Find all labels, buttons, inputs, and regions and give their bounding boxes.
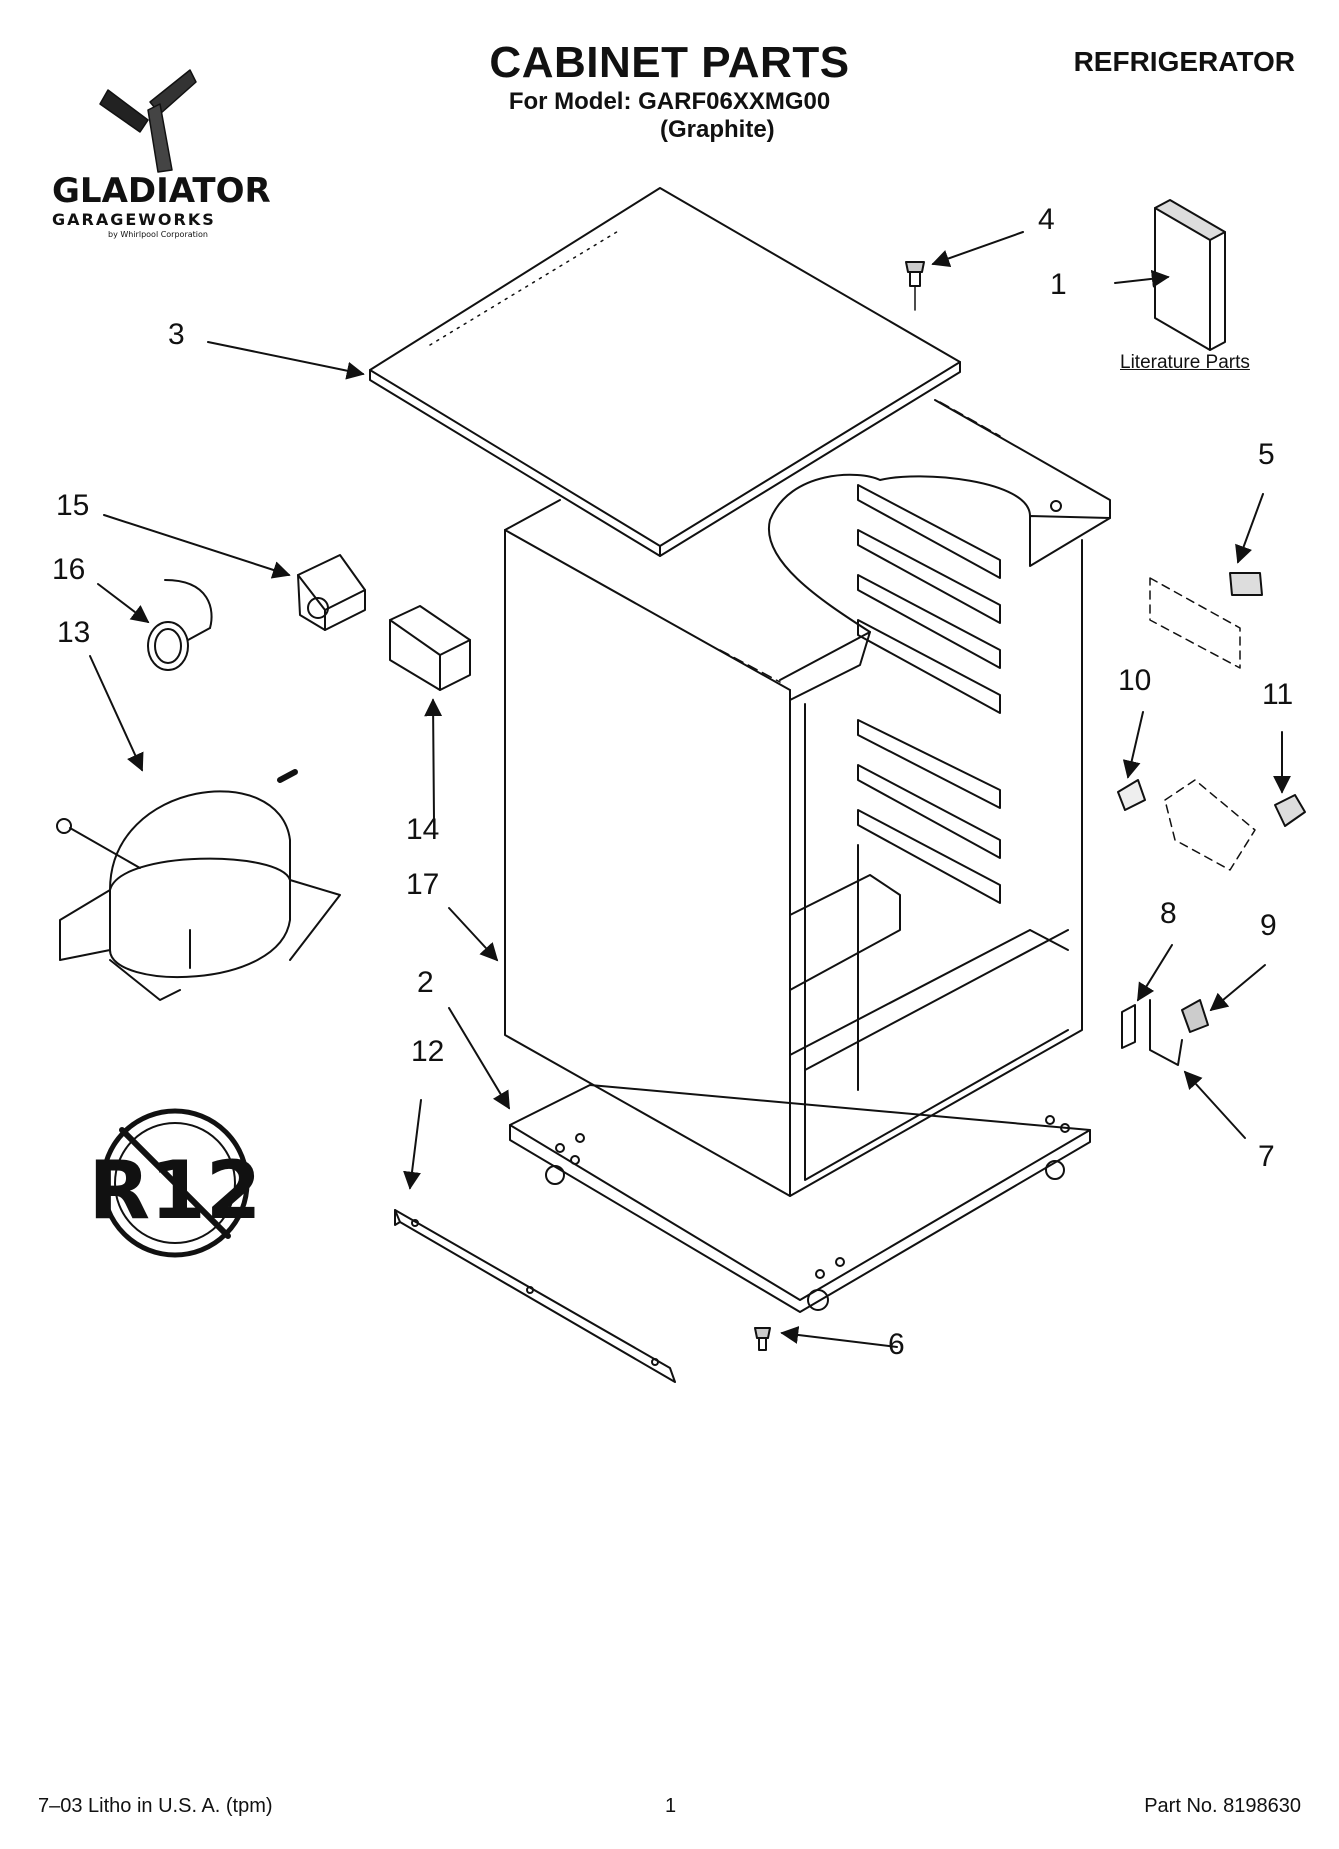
callout-11: 11 <box>1262 678 1294 711</box>
part-light-assembly <box>1117 779 1306 871</box>
part-top-panel <box>369 187 961 557</box>
part-thermostat <box>297 554 366 631</box>
part-trim-strip <box>394 1209 676 1383</box>
part-compressor <box>56 769 341 1001</box>
part-switch <box>1149 572 1263 669</box>
part-number: Part No. 8198630 <box>1144 1795 1301 1817</box>
callout-17: 17 <box>406 868 440 901</box>
part-literature <box>1154 199 1226 351</box>
callout-6: 6 <box>888 1328 905 1361</box>
color-line: (Graphite) <box>660 116 775 143</box>
logo-sub: GARAGEWORKS <box>52 210 216 229</box>
part-knob <box>147 579 213 671</box>
page-title: CABINET PARTS <box>489 38 850 87</box>
door-liner <box>789 484 1069 1091</box>
logo-brand: GLADIATOR <box>52 171 271 211</box>
callout-5: 5 <box>1258 438 1275 471</box>
gladiator-logo: GLADIATOR GARAGEWORKS by Whirlpool Corpo… <box>52 69 271 239</box>
callout-12: 12 <box>411 1035 445 1068</box>
callout-14: 14 <box>406 813 440 846</box>
part-bracket <box>389 605 471 691</box>
r12-text: R12 <box>89 1144 262 1237</box>
callout-4: 4 <box>1038 203 1055 236</box>
part-hinge-hardware <box>1121 999 1209 1066</box>
callout-8: 8 <box>1160 897 1177 930</box>
part-cabinet <box>504 399 1111 1197</box>
logo-tagline: by Whirlpool Corporation <box>108 230 208 239</box>
r12-no-badge: R12 <box>89 1108 262 1258</box>
callout-2: 2 <box>417 966 434 999</box>
footer-litho: 7–03 Litho in U.S. A. (tpm) <box>38 1795 273 1817</box>
callout-16: 16 <box>52 553 86 586</box>
page-number: 1 <box>665 1795 677 1817</box>
part-screw-bottom <box>754 1327 771 1351</box>
callout-3: 3 <box>168 318 185 351</box>
callout-10: 10 <box>1118 664 1152 697</box>
model-line: For Model: GARF06XXMG00 <box>508 88 831 115</box>
callout-9: 9 <box>1260 909 1277 942</box>
callout-7: 7 <box>1258 1140 1275 1173</box>
callout-1: 1 <box>1050 268 1067 301</box>
literature-label: Literature Parts <box>1120 352 1250 373</box>
part-base <box>509 1084 1091 1313</box>
callout-15: 15 <box>56 489 90 522</box>
callout-13: 13 <box>57 616 91 649</box>
part-screw-top <box>905 261 925 311</box>
category-label: REFRIGERATOR <box>1073 46 1295 77</box>
